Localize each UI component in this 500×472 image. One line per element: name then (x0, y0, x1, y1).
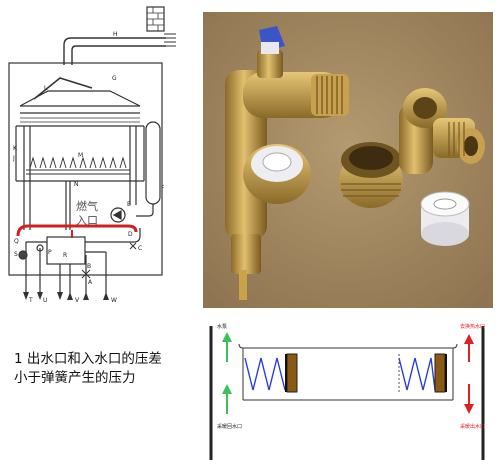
label-l: L (44, 85, 48, 92)
piston-left (286, 353, 298, 393)
label-t: T (28, 297, 33, 304)
hydraulic-block (46, 236, 86, 265)
label-pump: 水泵 (217, 323, 227, 330)
spring-left (244, 357, 286, 391)
label-w: W (111, 297, 117, 304)
label-p: P (48, 249, 52, 256)
gas-pipe (16, 224, 138, 237)
caption-line-1: 1 出水口和入水口的压差 (14, 351, 162, 367)
label-to-heat-exchanger: 去换热水口 (460, 323, 485, 330)
label-g: G (112, 75, 117, 82)
label-heating-return: 采暖回水口 (217, 423, 242, 430)
expansion-tank (145, 121, 161, 205)
label-k: K (13, 145, 18, 152)
label-m: M (78, 152, 83, 159)
label-c: C (138, 245, 142, 252)
label-heating-outlet: 采暖出水口 (460, 423, 485, 430)
brass-nut (339, 142, 403, 208)
label-a: A (88, 279, 93, 286)
piston-right (434, 353, 446, 393)
flue-hood (19, 90, 141, 107)
drain-valve (18, 250, 28, 260)
outflow-arrows (464, 334, 474, 414)
label-f: F (161, 185, 165, 192)
label-q: Q (14, 238, 19, 245)
caption-line-2: 小于弹簧产生的压力 (14, 370, 136, 386)
differential-valve-diagram: 水泵 采暖回水口 去换热水口 采暖出水口 (203, 318, 491, 468)
label-s: S (14, 251, 18, 258)
valve-body-right (399, 88, 485, 174)
label-b: B (87, 263, 91, 270)
valve-parts-photo (203, 12, 493, 308)
label-j: J (12, 155, 15, 162)
label-d: D (128, 231, 133, 238)
valve-body-left (225, 26, 349, 300)
gas-inlet-label-line2: 入口 (76, 214, 98, 227)
spring-right (398, 357, 436, 391)
inflow-arrows (222, 332, 232, 414)
gas-inlet-label-line1: 燃气 (76, 199, 98, 213)
caption: 1 出水口和入水口的压差 小于弹簧产生的压力 (14, 350, 189, 388)
label-h: H (113, 31, 118, 38)
label-n: N (74, 181, 79, 188)
pump (110, 207, 126, 223)
boiler-schematic: 燃气 入口 H G L K J M N F E D C B A R P Q S … (0, 0, 195, 312)
label-u: U (43, 297, 47, 304)
label-e: E (127, 201, 131, 208)
label-v: V (75, 297, 80, 304)
burner-flames (26, 156, 130, 175)
flue-pipe (63, 37, 166, 65)
white-seal-right (420, 191, 470, 246)
label-r: R (63, 252, 67, 259)
